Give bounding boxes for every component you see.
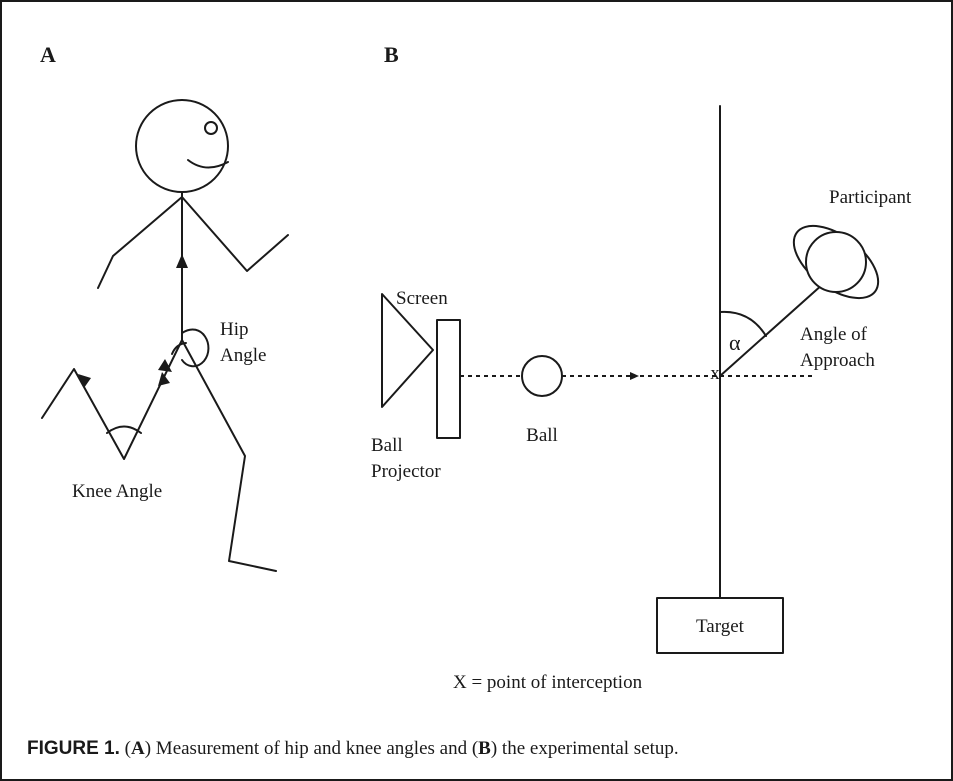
- shin-arrow-upper: [158, 372, 170, 386]
- ball: [521, 355, 563, 397]
- figure-caption: FIGURE 1. (A) Measurement of hip and kne…: [27, 738, 679, 760]
- knee-angle-arc: [106, 425, 142, 434]
- stick-figure: [41, 99, 289, 572]
- hip-angle-label-line1: Hip: [220, 319, 249, 340]
- screen: [436, 319, 461, 439]
- panel-a-letter: A: [40, 42, 56, 67]
- interception-mark: x: [710, 363, 720, 384]
- thigh-arrow: [158, 359, 172, 372]
- angle-of-approach-label-line1: Angle of: [800, 324, 868, 345]
- shin-arrow-lower: [78, 374, 91, 388]
- back-leg: [41, 339, 183, 460]
- hip-angle-label-line2: Angle: [220, 345, 266, 366]
- target-box: [656, 597, 784, 654]
- caption-letter-a: A: [130, 738, 145, 759]
- hip-inner-arc: [171, 342, 187, 355]
- alpha-arc: [719, 310, 767, 337]
- knee-angle-label: Knee Angle: [72, 481, 162, 502]
- left-arm: [97, 196, 183, 289]
- target-label: Target: [696, 616, 745, 637]
- participant-head: [805, 231, 867, 293]
- right-arm: [181, 196, 289, 272]
- front-leg: [181, 339, 277, 572]
- ball-projector-label-line2: Projector: [371, 461, 441, 482]
- caption-open: (: [119, 738, 131, 759]
- alpha-symbol: α: [729, 330, 741, 355]
- ball-label: Ball: [526, 425, 558, 446]
- panel-b-letter: B: [384, 42, 399, 67]
- angle-of-approach-label-line2: Approach: [800, 350, 875, 371]
- torso-arrow: [176, 254, 188, 268]
- smile: [187, 159, 229, 169]
- approach-line: [719, 283, 824, 377]
- caption-letter-b: B: [478, 738, 491, 759]
- screen-label: Screen: [396, 288, 448, 309]
- panel-b: B Target Screen Ball Projector Ball x α …: [371, 42, 912, 693]
- caption-text-2: ) the experimental setup.: [490, 738, 679, 759]
- ball-projector: [381, 293, 434, 408]
- head: [135, 99, 229, 193]
- caption-text-1: ) Measurement of hip and knee angles and…: [144, 738, 479, 759]
- hip-angle-arc: [181, 328, 210, 368]
- participant-label: Participant: [829, 187, 912, 208]
- eye: [204, 121, 218, 135]
- interception-legend: X = point of interception: [453, 672, 643, 693]
- panel-a: A Hip Angle Knee Angle: [40, 42, 289, 572]
- ball-projector-label-line1: Ball: [371, 435, 403, 456]
- caption-label: FIGURE 1.: [27, 738, 120, 759]
